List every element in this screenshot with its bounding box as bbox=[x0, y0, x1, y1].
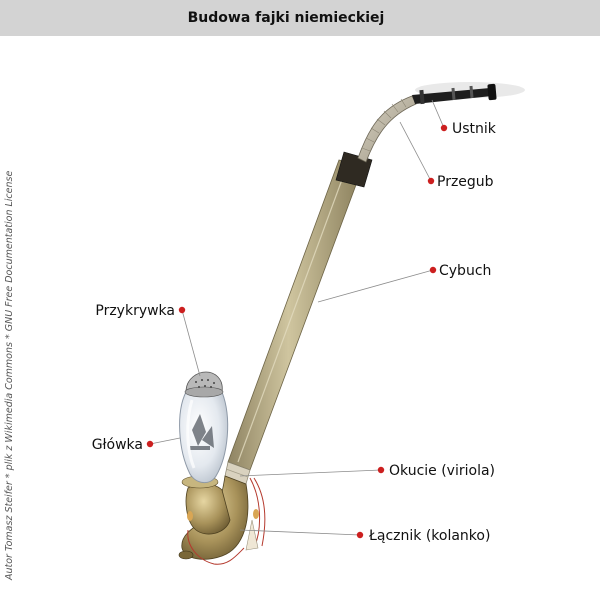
mouthpiece-ring bbox=[469, 85, 474, 99]
marker-przykrywka bbox=[178, 306, 186, 314]
stem-cybuch bbox=[227, 159, 364, 471]
marker-przegub bbox=[427, 177, 435, 185]
tassel bbox=[245, 519, 259, 551]
leader-lines bbox=[149, 99, 445, 536]
bowl-painting bbox=[190, 414, 214, 450]
flex-joint-przegub bbox=[357, 95, 417, 163]
mouthpiece-ring bbox=[451, 87, 456, 101]
label-glowka: Główka bbox=[92, 437, 143, 453]
marker-cybuch bbox=[429, 266, 437, 274]
elbow-drain-cap bbox=[178, 550, 194, 560]
tassel-bead bbox=[253, 509, 259, 519]
mouthpiece-ring bbox=[419, 89, 425, 105]
flex-joint-ribs bbox=[361, 98, 407, 152]
marker-glowka bbox=[146, 440, 154, 448]
label-ustnik: Ustnik bbox=[452, 121, 497, 137]
marker-lacznik bbox=[356, 531, 364, 539]
label-okucie: Okucie (viriola) bbox=[389, 463, 495, 479]
label-przegub: Przegub bbox=[437, 174, 494, 190]
diagram-title: Budowa fajki niemieckiej bbox=[187, 10, 385, 26]
credit-text: Autor Tomasz Steifer * plik z Wikimedia … bbox=[4, 171, 15, 581]
label-przykrywka: Przykrywka bbox=[95, 303, 175, 319]
lid-holes bbox=[195, 379, 215, 388]
label-lacznik: Łącznik (kolanko) bbox=[368, 528, 490, 544]
lid-przykrywka bbox=[185, 371, 223, 393]
marker-okucie bbox=[377, 466, 385, 474]
marker-ustnik bbox=[440, 124, 448, 132]
title-bar: Budowa fajki niemieckiej bbox=[0, 0, 600, 36]
label-cybuch: Cybuch bbox=[439, 263, 491, 279]
label-markers bbox=[146, 124, 448, 539]
mouthpiece-tip bbox=[487, 83, 497, 101]
tassel-bead bbox=[187, 511, 193, 521]
stem-highlight bbox=[237, 165, 348, 463]
